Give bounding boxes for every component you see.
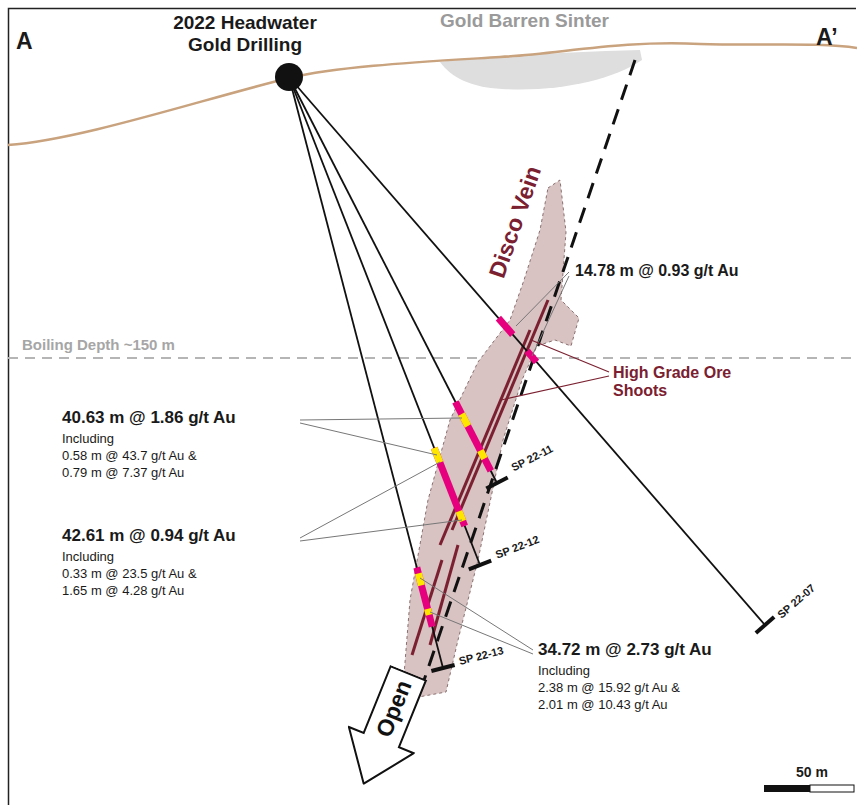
assay-note: Including xyxy=(62,550,114,565)
assay-note: Including xyxy=(538,664,590,679)
assay-result: 40.63 m @ 1.86 g/t Au xyxy=(62,408,236,428)
drill-holes xyxy=(289,77,765,668)
hole-id: SP 22-07 xyxy=(775,582,818,622)
assay-detail: 1.65 m @ 4.28 g/t Au xyxy=(62,584,184,599)
assay-result: 14.78 m @ 0.93 g/t Au xyxy=(575,262,739,280)
high-grade-intercepts xyxy=(418,414,484,615)
assay-detail: 0.58 m @ 43.7 g/t Au & xyxy=(62,449,197,464)
assay-note: Including xyxy=(62,432,114,447)
ore-shoot-label: High Grade Ore Shoots xyxy=(613,364,763,401)
topography xyxy=(8,43,857,145)
scale-bar xyxy=(764,785,854,792)
hole-id: SP 22-12 xyxy=(494,533,541,561)
hole-end-ticks xyxy=(431,478,774,672)
section-end: A’ xyxy=(816,24,838,50)
hole-id: SP 22-11 xyxy=(509,442,555,474)
assay-detail: 0.33 m @ 23.5 g/t Au & xyxy=(62,567,197,582)
hole-id: SP 22-13 xyxy=(457,644,504,667)
frame xyxy=(9,9,857,805)
section-end: A xyxy=(16,28,33,54)
scale-label: 50 m xyxy=(796,764,828,780)
drill-collar xyxy=(275,63,303,91)
sinter-label: Gold Barren Sinter xyxy=(440,10,609,32)
vein-trace xyxy=(420,60,635,692)
open-arrow: Open xyxy=(330,658,442,797)
ore-shoot-leaders xyxy=(501,340,609,400)
boiling-depth-label: Boiling Depth ~150 m xyxy=(22,336,175,353)
ore-shoots xyxy=(412,300,548,655)
sinter-body xyxy=(440,50,642,89)
vein-name: Disco Vein xyxy=(484,163,547,282)
drill-site-label: 2022 Headwater Gold Drilling xyxy=(150,12,340,56)
assay-detail: 2.01 m @ 10.43 g/t Au xyxy=(538,698,668,713)
assay-detail: 2.38 m @ 15.92 g/t Au & xyxy=(538,681,680,696)
assay-result: 42.61 m @ 0.94 g/t Au xyxy=(62,526,236,546)
leader-lines xyxy=(300,272,569,654)
intercepts xyxy=(417,318,537,626)
assay-result: 34.72 m @ 2.73 g/t Au xyxy=(538,640,712,660)
assay-detail: 0.79 m @ 7.37 g/t Au xyxy=(62,466,184,481)
